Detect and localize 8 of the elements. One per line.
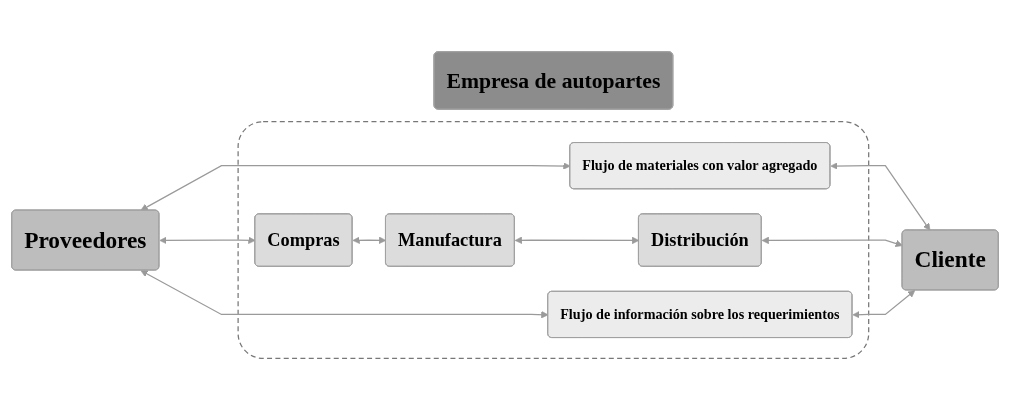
arrow [851,290,915,319]
arrow [158,236,256,245]
arrow [761,236,903,247]
arrow [352,236,386,244]
arrow [140,162,570,211]
arrow [140,270,548,319]
arrow [514,236,639,245]
cluster [237,121,869,359]
